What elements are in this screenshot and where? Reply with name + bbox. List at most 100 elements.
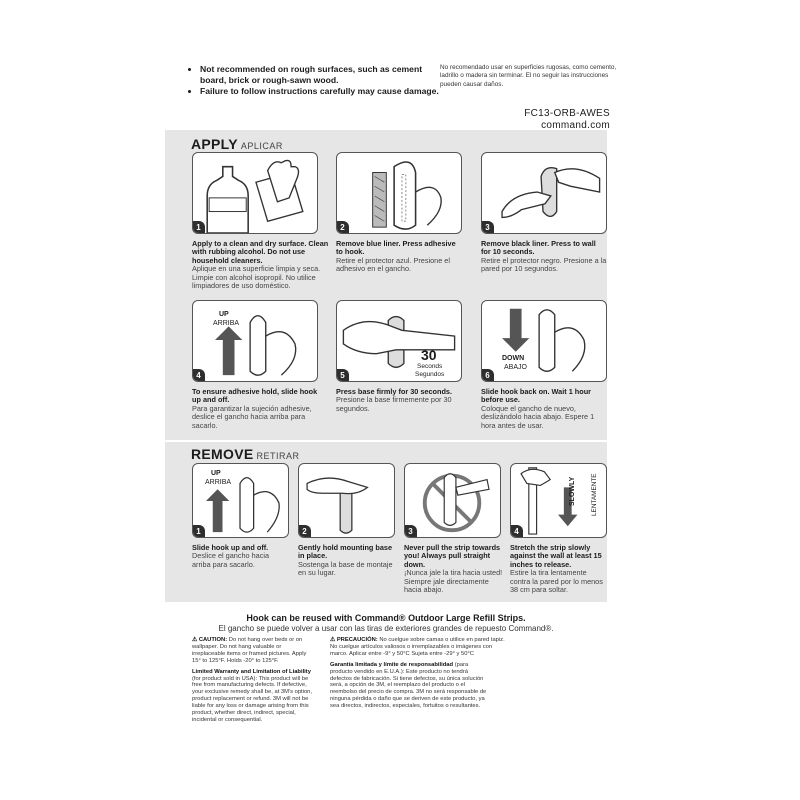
hands-pressing-hook-icon	[501, 166, 601, 219]
apply-step-2-caption: Remove blue liner. Press adhesive to hoo…	[336, 239, 464, 274]
slide-hook-up-icon	[215, 314, 297, 376]
remove-title-es: RETIRAR	[256, 451, 300, 461]
step-number: 4	[511, 525, 523, 537]
remove-step-3-caption: Never pull the strip towards you! Always…	[404, 543, 504, 595]
step-number: 4	[193, 369, 205, 381]
website: command.com	[541, 120, 610, 131]
apply-step-5-illustration: 30 Seconds Segundos 5	[336, 300, 462, 382]
warranty-text: (for product sold in USA): This product …	[192, 675, 312, 723]
remove-step-1-illustration: UP ARRIBA 1	[192, 463, 289, 538]
caption-en: Never pull the strip towards you! Always…	[404, 543, 501, 569]
down-label: DOWN	[502, 355, 525, 362]
reuse-note-en: Hook can be reused with Command® Outdoor…	[246, 613, 526, 623]
apply-step-3-illustration: 3	[481, 152, 607, 234]
apply-step-4-caption: To ensure adhesive hold, slide hook up a…	[192, 387, 318, 430]
product-code: FC13-ORB-AWES	[524, 108, 610, 119]
garantia-text: (para producto vendido en E.U.A.): Este …	[330, 661, 487, 710]
product-code-block: FC13-ORB-AWES command.com	[460, 108, 610, 132]
caption-es: Aplique en una superficie limpia y seca.…	[192, 264, 321, 291]
remove-step-4-illustration: SLOWLY LENTAMENTE 4	[510, 463, 607, 538]
caption-es: ¡Nunca jale la tira hacia usted! Siempre…	[404, 568, 503, 595]
step-number: 3	[482, 221, 494, 233]
up-label: UP	[219, 311, 229, 318]
warning-triangle-icon: ⚠	[330, 637, 337, 643]
remove-step-2-illustration: 2	[298, 463, 395, 538]
caution-text: Do not hang over beds or on wallpaper. D…	[192, 637, 307, 664]
prohibited-pull-icon	[422, 473, 490, 533]
apply-step-2-illustration: 2	[336, 152, 462, 234]
step-number: 1	[193, 525, 205, 537]
up-label-es: ARRIBA	[205, 479, 232, 486]
warranty-title: Limited Warranty and Limitation of Liabi…	[192, 668, 311, 675]
garantia-title: Garantía limitada y límite de responsabi…	[330, 661, 454, 668]
slide-hook-up-icon	[205, 477, 280, 533]
precaucion-label: PRECAUCIÓN:	[336, 637, 378, 643]
step-number: 6	[482, 369, 494, 381]
caption-en: Press base firmly for 30 seconds.	[336, 387, 452, 396]
seconds-label: Seconds	[417, 363, 443, 370]
apply-title-en: APPLY	[191, 136, 238, 152]
caption-es: Para garantizar la sujeción adhesive, de…	[192, 403, 312, 430]
fine-print-es: ⚠ PRECAUCIÓN: No cuelgue sobre camas o u…	[330, 637, 510, 710]
hold-base-hand-icon	[306, 477, 369, 534]
apply-step-5-caption: Press base firmly for 30 seconds. Presio…	[336, 387, 464, 413]
caption-es: Sostenga la base de montaje en su lugar.	[298, 559, 393, 578]
up-label-es: ARRIBA	[213, 320, 240, 327]
hook-and-blue-liner-icon	[372, 161, 442, 230]
caption-es: Retire el protector azul. Presione el ad…	[336, 255, 450, 274]
remove-step-2-caption: Gently hold mounting base in place. Sost…	[298, 543, 395, 578]
step-number: 5	[337, 369, 349, 381]
warranty-en: Limited Warranty and Limitation of Liabi…	[192, 669, 312, 724]
warning-triangle-icon: ⚠	[192, 637, 199, 643]
step-number: 3	[405, 525, 417, 537]
caption-en: Slide hook up and off.	[192, 543, 269, 552]
reuse-note: Hook can be reused with Command® Outdoor…	[165, 613, 607, 634]
reuse-note-es: El gancho se puede volver a usar con las…	[218, 624, 554, 633]
caution-label: CAUTION:	[198, 637, 228, 643]
caution-es: ⚠ PRECAUCIÓN: No cuelgue sobre camas o u…	[330, 637, 510, 658]
remove-title-en: REMOVE	[191, 446, 254, 462]
precaucion-text: No cuelgue sobre camas o utilice en pare…	[330, 637, 505, 657]
up-label: UP	[211, 470, 221, 477]
alcohol-bottle-and-wipe-icon	[206, 159, 304, 233]
apply-step-1-caption: Apply to a clean and dry surface. Clean …	[192, 239, 332, 291]
slowly-label-es: LENTAMENTE	[591, 473, 598, 517]
slide-hook-down-icon	[502, 308, 586, 372]
top-warnings-en: Not recommended on rough surfaces, such …	[188, 64, 440, 98]
slowly-label: SLOWLY	[569, 476, 576, 506]
apply-step-4-illustration: UP ARRIBA 4	[192, 300, 318, 382]
apply-title-es: APLICAR	[240, 141, 283, 151]
warning-rough-surfaces: Not recommended on rough surfaces, such …	[200, 64, 440, 85]
caption-es: Retire el protector negro. Presione a la…	[481, 255, 607, 274]
caption-es: Estire la tira lentamente contra la pare…	[510, 568, 603, 595]
caption-en: Stretch the strip slowly against the wal…	[510, 543, 602, 569]
seconds-label-es: Segundos	[415, 371, 445, 378]
press-base-hand-icon	[342, 315, 456, 369]
seconds-number: 30	[421, 347, 437, 363]
remove-step-1-caption: Slide hook up and off. Deslice el gancho…	[192, 543, 289, 569]
step-number: 2	[337, 221, 349, 233]
down-label-es: ABAJO	[504, 364, 527, 371]
remove-step-3-illustration: 3	[404, 463, 501, 538]
step-number: 2	[299, 525, 311, 537]
warning-follow-instructions: Failure to follow instructions carefully…	[200, 86, 440, 97]
remove-step-4-caption: Stretch the strip slowly against the wal…	[510, 543, 607, 595]
step-number: 1	[193, 221, 205, 233]
fine-print-en: ⚠ CAUTION: Do not hang over beds or on w…	[192, 637, 312, 724]
caption-en: Slide hook back on. Wait 1 hour before u…	[481, 387, 592, 405]
caption-en: Apply to a clean and dry surface. Clean …	[192, 239, 329, 265]
caption-en: To ensure adhesive hold, slide hook up a…	[192, 387, 318, 405]
warranty-es: Garantía limitada y límite de responsabi…	[330, 662, 490, 710]
caption-en: Remove blue liner. Press adhesive to hoo…	[336, 239, 456, 257]
caption-es: Presione la base firmemente por 30 segun…	[336, 395, 452, 413]
caution-en: ⚠ CAUTION: Do not hang over beds or on w…	[192, 637, 312, 665]
apply-step-3-caption: Remove black liner. Press to wall for 10…	[481, 239, 607, 274]
caption-es: Deslice el gancho hacia arriba para saca…	[192, 551, 270, 569]
apply-step-6-caption: Slide hook back on. Wait 1 hour before u…	[481, 387, 607, 430]
apply-step-1-illustration: 1	[192, 152, 318, 234]
caption-en: Remove black liner. Press to wall for 10…	[481, 239, 596, 257]
top-warnings-es: No recomendado usar en superficies rugos…	[440, 64, 617, 88]
caption-es: Coloque el gancho de nuevo, deslizándolo…	[481, 403, 595, 430]
